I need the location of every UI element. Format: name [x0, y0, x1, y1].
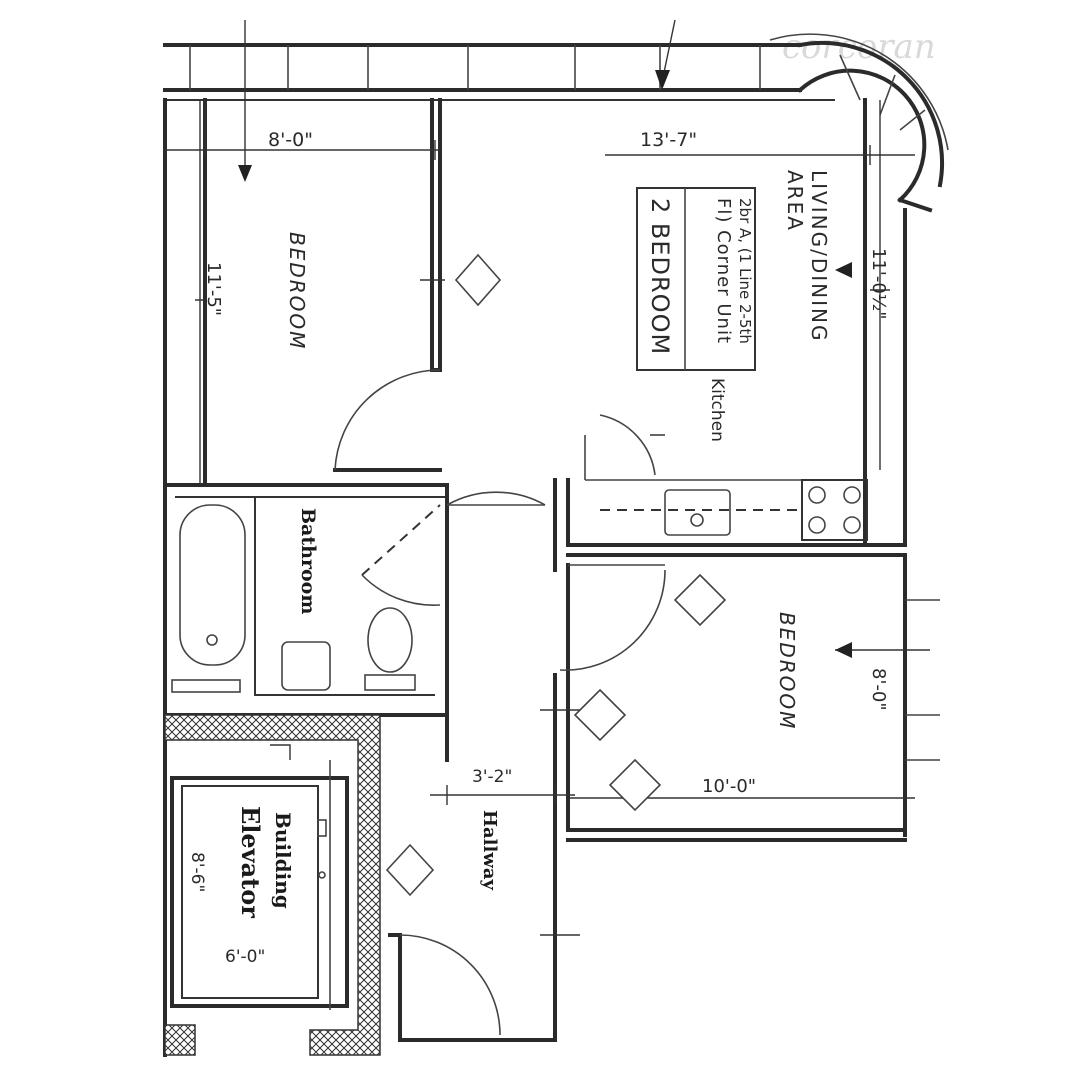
label-bathroom: Bathroom [297, 508, 319, 614]
elevator-shaft [164, 714, 381, 1056]
dim-bedroom-right-width: 10'-0" [702, 776, 756, 797]
bedroom-top-door [334, 369, 441, 471]
dim-bedroom-right-depth: 8'-0" [868, 668, 889, 711]
label-living-line1: LIVING/DINING [807, 170, 831, 342]
label-hallway: Hallway [479, 810, 500, 891]
label-bedroom-right: BEDROOM [775, 612, 799, 730]
bedroom-right-walls [553, 563, 907, 1042]
dim-bedroom-top-depth: 11'-5" [203, 262, 224, 316]
dim-elevator-depth: 8'-6" [187, 852, 207, 892]
exterior-wall-right [863, 98, 940, 837]
dimension-lines [165, 19, 930, 936]
hallway-walls [388, 713, 557, 1042]
exterior-wall-top [163, 43, 835, 101]
arrow-markers [238, 70, 852, 658]
dim-hallway-width: 3'-2" [472, 767, 512, 787]
unit-info-box: 2br A, (1 Line 2-5th Fl) Corner Unit 2 B… [636, 187, 756, 371]
kitchen-counter [553, 414, 907, 572]
label-kitchen: Kitchen [707, 378, 727, 442]
bay-window [769, 33, 949, 213]
unit-box-line2: Fl) Corner Unit [713, 198, 734, 344]
dim-bedroom-top-width: 8'-0" [268, 129, 313, 151]
label-living-line2: AREA [783, 170, 807, 232]
dim-living-depth: 11'-0½" [868, 248, 889, 320]
label-elevator-line1: Building [271, 812, 295, 909]
label-elevator-line2: Elevator [236, 806, 265, 918]
label-bedroom-top: BEDROOM [285, 232, 309, 350]
unit-box-line3: 2 BEDROOM [646, 198, 674, 355]
room-labels: BEDROOM LIVING/DINING AREA Kitchen Bathr… [236, 170, 831, 918]
dim-elevator-width: 6'-0" [225, 947, 265, 967]
dim-living-width: 13'-7" [640, 129, 697, 151]
diamond-symbols [385, 253, 727, 897]
dimension-labels: 8'-0" 13'-7" 11'-5" 11'-0½" 8'-0" 10'-0"… [187, 129, 889, 967]
bathroom-block [163, 483, 546, 717]
unit-box-line1: 2br A, (1 Line 2-5th [736, 198, 754, 344]
